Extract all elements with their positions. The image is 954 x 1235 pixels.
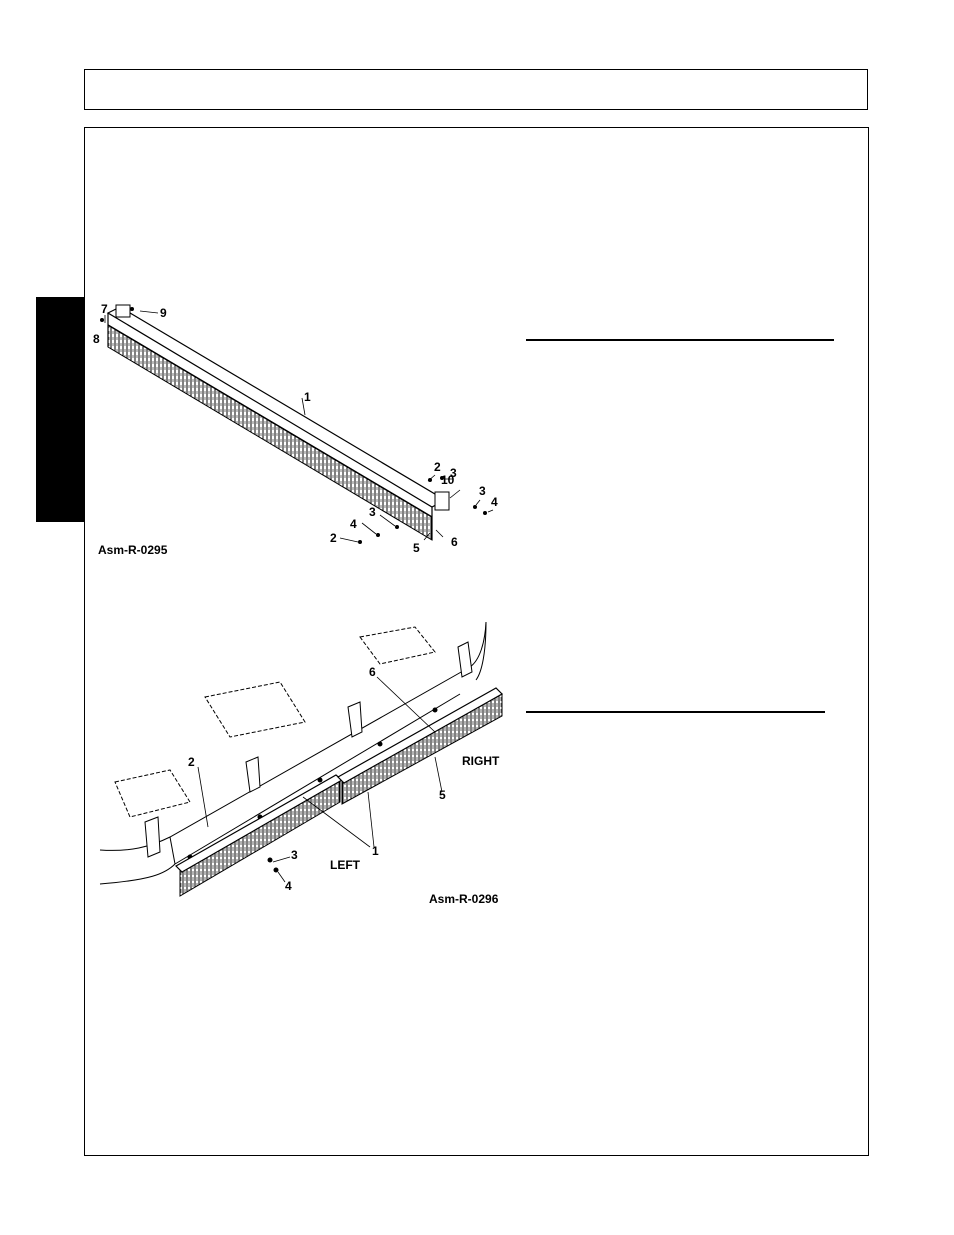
section-rule-top — [526, 339, 834, 341]
callout-label: 8 — [93, 332, 100, 346]
callout-label: 3 — [291, 848, 298, 862]
callout-label: 5 — [413, 541, 420, 555]
callout-label: RIGHT — [462, 754, 500, 768]
callout-label: 1 — [372, 844, 379, 858]
brush-assembly-exploded-figure: 7 9 8 1 2 3 10 3 4 3 4 2 5 6 Asm-R-0295 — [93, 302, 498, 557]
callout-label: 2 — [434, 460, 441, 474]
callout-label: 6 — [451, 535, 458, 549]
section-rule-bottom — [526, 711, 825, 713]
callout-label: 7 — [101, 302, 108, 316]
callout-label: 10 — [441, 473, 455, 487]
callout-label: 3 — [369, 505, 376, 519]
page-header-box — [84, 69, 868, 110]
brush-strip-drawing — [175, 687, 503, 897]
brush-strip-drawing — [100, 304, 494, 544]
brush-installed-figure: 6 2 RIGHT 5 1 3 LEFT 4 Asm-R-0296 — [99, 621, 503, 906]
callout-label: 6 — [369, 665, 376, 679]
callout-label: 3 — [479, 484, 486, 498]
leader-lines — [197, 676, 443, 883]
callout-label: 5 — [439, 788, 446, 802]
callout-label: 1 — [304, 390, 311, 404]
figure-id-label: Asm-R-0295 — [98, 543, 168, 557]
figure-id-label: Asm-R-0296 — [429, 892, 499, 906]
callout-label: 4 — [350, 517, 357, 531]
callout-label: LEFT — [330, 858, 361, 872]
mower-deck-drawing — [99, 621, 487, 885]
callout-label: 4 — [491, 495, 498, 509]
callout-label: 2 — [330, 531, 337, 545]
callout-label: 9 — [160, 306, 167, 320]
callout-label: 2 — [188, 755, 195, 769]
callout-label: 4 — [285, 879, 292, 893]
page-content-box — [84, 127, 869, 1156]
section-side-tab — [36, 297, 85, 522]
callout-label: 3 — [450, 466, 457, 480]
